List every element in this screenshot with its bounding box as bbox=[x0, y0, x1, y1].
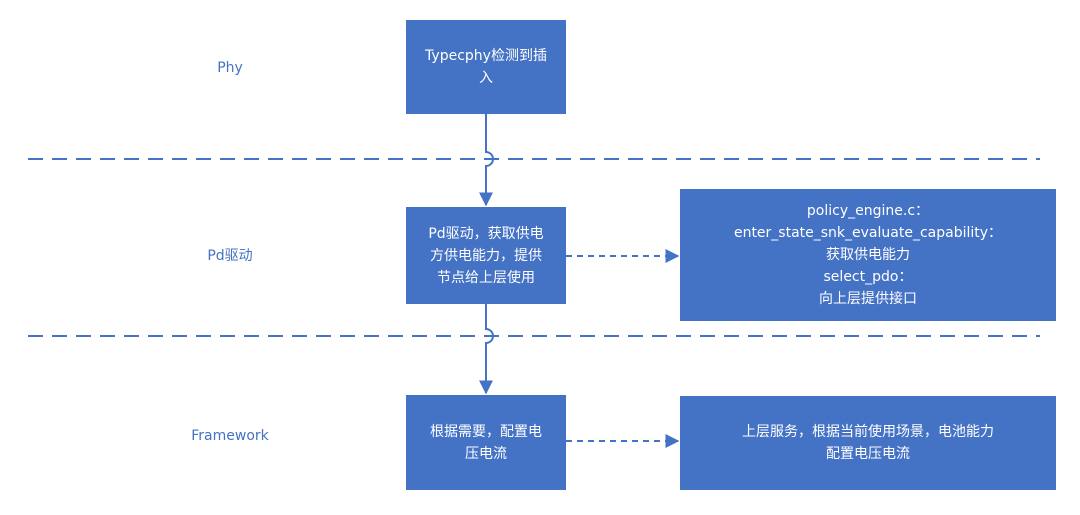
layer-label-phy: Phy bbox=[217, 60, 243, 76]
framework-config-line-2: 压电流 bbox=[465, 445, 507, 462]
layer-label-framework: Framework bbox=[191, 428, 269, 444]
framework-config-line-1: 根据需要，配置电 bbox=[430, 423, 542, 440]
pd-driver-line-1: Pd驱动，获取供电 bbox=[428, 225, 544, 242]
arrow-phy-to-pd bbox=[479, 114, 494, 207]
phy-detect-line-2: 入 bbox=[479, 70, 493, 86]
policy-engine-line-4: select_pdo： bbox=[823, 269, 913, 285]
framework-config-box: 根据需要，配置电 压电流 bbox=[406, 395, 566, 490]
arrow-pd-to-framework bbox=[479, 304, 494, 395]
pd-driver-line-3: 节点给上层使用 bbox=[437, 269, 535, 286]
policy-engine-line-2: enter_state_snk_evaluate_capability： bbox=[733, 225, 1003, 241]
policy-engine-box: policy_engine.c： enter_state_snk_evaluat… bbox=[680, 189, 1056, 321]
phy-detect-line-1: Typecphy检测到插 bbox=[425, 48, 547, 64]
policy-engine-line-5: 向上层提供接口 bbox=[818, 291, 917, 307]
upper-service-box: 上层服务，根据当前使用场景，电池能力 配置电压电流 bbox=[680, 396, 1056, 490]
pd-driver-box: Pd驱动，获取供电 方供电能力，提供 节点给上层使用 bbox=[406, 207, 566, 304]
phy-detect-box: Typecphy检测到插 入 bbox=[406, 20, 566, 114]
policy-engine-line-1: policy_engine.c： bbox=[806, 203, 930, 219]
upper-service-line-1: 上层服务，根据当前使用场景，电池能力 bbox=[742, 424, 994, 440]
policy-engine-line-3: 获取供电能力 bbox=[825, 247, 910, 263]
upper-service-line-2: 配置电压电流 bbox=[826, 446, 910, 462]
pd-driver-line-2: 方供电能力，提供 bbox=[430, 247, 542, 264]
layer-label-pd: Pd驱动 bbox=[207, 248, 253, 264]
